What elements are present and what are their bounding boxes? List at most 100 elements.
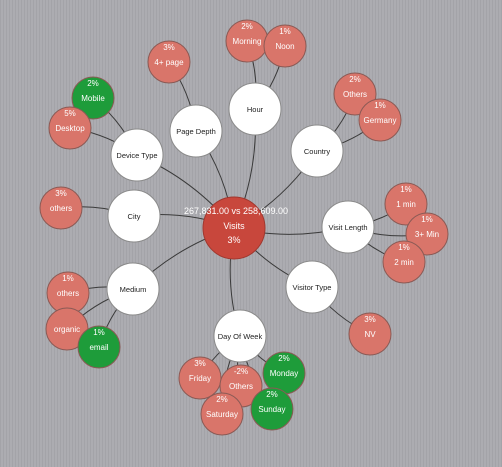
leaf-change: 2% — [87, 79, 99, 88]
leaf-node-1-min[interactable]: 1% 1 min — [384, 182, 428, 226]
leaf-node-4plus-page[interactable]: 3% 4+ page — [147, 40, 191, 84]
center-circle — [202, 196, 266, 260]
center-comparison: 267,831.00 vs 258,609.00 — [184, 206, 288, 216]
leaf-circle — [147, 40, 191, 84]
leaf-change: 3% — [55, 189, 67, 198]
dimension-label: Page Depth — [176, 127, 216, 136]
leaf-node-email[interactable]: 1% email — [77, 325, 121, 369]
leaf-change: 1% — [279, 27, 291, 36]
leaf-change: 2% — [349, 75, 361, 84]
leaf-label: 4+ page — [154, 58, 184, 67]
dimension-circle — [321, 200, 375, 254]
leaf-circle — [39, 186, 83, 230]
dimension-node-day-of-week[interactable]: Day Of Week — [213, 309, 267, 363]
leaf-node-germany[interactable]: 1% Germany — [358, 98, 402, 142]
leaf-label: Morning — [233, 37, 262, 46]
leaf-label: Others — [343, 90, 367, 99]
dimension-circle — [213, 309, 267, 363]
dimension-label: Country — [304, 147, 331, 156]
dimension-label: Device Type — [116, 151, 157, 160]
dimension-circle — [228, 82, 282, 136]
leaf-label: email — [89, 343, 108, 352]
leaf-circle — [358, 98, 402, 142]
leaf-label: Saturday — [206, 410, 238, 419]
leaf-circle — [71, 76, 115, 120]
leaf-circle — [77, 325, 121, 369]
leaf-label: Noon — [275, 42, 294, 51]
leaf-circle — [200, 392, 244, 436]
dimension-node-city[interactable]: City — [107, 189, 161, 243]
leaf-change: 3% — [364, 315, 376, 324]
leaf-node-nv[interactable]: 3% NV — [348, 312, 392, 356]
leaf-node-friday[interactable]: 3% Friday — [178, 356, 222, 400]
leaf-change: 1% — [62, 274, 74, 283]
leaf-node-noon[interactable]: 1% Noon — [263, 24, 307, 68]
leaf-label: 1 min — [396, 200, 416, 209]
leaf-change: 2% — [278, 354, 290, 363]
leaf-label: 2 min — [394, 258, 414, 267]
leaf-label: NV — [364, 330, 376, 339]
leaf-node-morning[interactable]: 2% Morning — [225, 19, 269, 63]
leaf-node-2-min[interactable]: 1% 2 min — [382, 240, 426, 284]
leaf-change: 2% — [266, 390, 278, 399]
leaf-change: 5% — [64, 109, 76, 118]
leaf-node-desktop[interactable]: 5% Desktop — [48, 106, 92, 150]
leaf-label: others — [57, 289, 79, 298]
leaf-change: 1% — [398, 243, 410, 252]
dimension-node-visitor-type[interactable]: Visitor Type — [285, 260, 339, 314]
dimension-circle — [169, 104, 223, 158]
dimension-circle — [107, 189, 161, 243]
leaf-circle — [263, 24, 307, 68]
leaf-change: 3% — [163, 43, 175, 52]
leaf-node-3plus-min[interactable]: 1% 3+ Min — [405, 212, 449, 256]
leaf-label: 3+ Min — [415, 230, 439, 239]
dimension-node-device-type[interactable]: Device Type — [110, 128, 164, 182]
dimension-node-page-depth[interactable]: Page Depth — [169, 104, 223, 158]
leaf-change: 1% — [93, 328, 105, 337]
leaf-label: Monday — [270, 369, 298, 378]
leaf-circle — [405, 212, 449, 256]
leaf-circle — [250, 387, 294, 431]
leaf-change: 1% — [421, 215, 433, 224]
dimension-label: Day Of Week — [218, 332, 263, 341]
dimension-label: Medium — [120, 285, 147, 294]
dimension-circle — [285, 260, 339, 314]
leaf-change: 2% — [241, 22, 253, 31]
leaf-label: organic — [54, 325, 80, 334]
leaf-label: others — [50, 204, 72, 213]
leaf-change: 2% — [216, 395, 228, 404]
leaf-node-sunday[interactable]: 2% Sunday — [250, 387, 294, 431]
leaf-circle — [382, 240, 426, 284]
leaf-circle — [348, 312, 392, 356]
leaf-circle — [48, 106, 92, 150]
leaf-circle — [384, 182, 428, 226]
leaf-label: Mobile — [81, 94, 105, 103]
leaf-label: Others — [229, 382, 253, 391]
dimension-circle — [110, 128, 164, 182]
leaf-change: 1% — [400, 185, 412, 194]
dimension-node-visit-length[interactable]: Visit Length — [321, 200, 375, 254]
leaf-node-saturday[interactable]: 2% Saturday — [200, 392, 244, 436]
dimension-node-hour[interactable]: Hour — [228, 82, 282, 136]
dimension-node-medium[interactable]: Medium — [106, 262, 160, 316]
leaf-change: 3% — [194, 359, 206, 368]
center-change: 3% — [227, 235, 240, 245]
leaf-label: Germany — [364, 116, 397, 125]
center-name: Visits — [223, 221, 245, 231]
leaf-label: Desktop — [55, 124, 85, 133]
leaf-node-city-others[interactable]: 3% others — [39, 186, 83, 230]
leaf-change: 1% — [374, 101, 386, 110]
dimension-label: City — [128, 212, 141, 221]
leaf-label: Sunday — [258, 405, 285, 414]
dimension-node-country[interactable]: Country — [290, 124, 344, 178]
dimension-label: Visitor Type — [293, 283, 332, 292]
leaf-node-mobile[interactable]: 2% Mobile — [71, 76, 115, 120]
leaf-label: Friday — [189, 374, 211, 383]
dimension-circle — [106, 262, 160, 316]
leaf-change: -2% — [234, 367, 248, 376]
leaf-node-monday[interactable]: 2% Monday — [262, 351, 306, 395]
dimension-circle — [290, 124, 344, 178]
